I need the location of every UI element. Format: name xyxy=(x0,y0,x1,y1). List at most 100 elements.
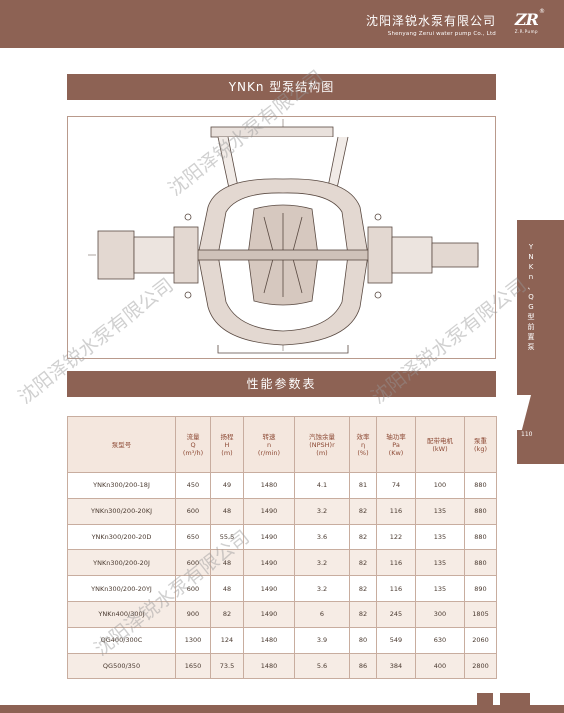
table-cell: 2060 xyxy=(464,626,497,654)
table-cell: 549 xyxy=(376,626,416,654)
registered-mark: ® xyxy=(539,8,545,15)
header-line: 流量 xyxy=(186,432,200,441)
table-cell: 80 xyxy=(349,626,377,654)
side-tab-char: Y xyxy=(528,243,534,251)
table-cell: 135 xyxy=(415,575,465,602)
table-cell: 245 xyxy=(376,600,416,628)
table-header-cell: 泵型号 xyxy=(67,416,176,473)
table-cell: 3.6 xyxy=(294,523,350,551)
table-cell: 124 xyxy=(210,626,244,654)
table-header-cell: 泵重(kg) xyxy=(464,416,497,473)
performance-title: 性能参数表 xyxy=(67,371,496,397)
table-cell: 82 xyxy=(349,549,377,577)
side-tab-char: 置 xyxy=(527,333,535,341)
footer-block-small xyxy=(477,693,493,705)
side-tab-char: Q xyxy=(528,293,534,301)
pump-model-cell: QG500/350 xyxy=(67,652,176,680)
header-line: (kg) xyxy=(474,444,487,453)
table-cell: 122 xyxy=(376,523,416,551)
side-tab-char: 、 xyxy=(527,283,535,291)
table-cell: 82 xyxy=(349,600,377,628)
table-cell: 49 xyxy=(210,472,244,499)
table-cell: 3.2 xyxy=(294,575,350,602)
table-cell: 74 xyxy=(376,472,416,499)
table-cell: 1650 xyxy=(175,652,211,680)
header-line: 汽蚀余量 xyxy=(309,432,335,441)
pump-model-cell: YNKn400/300J xyxy=(67,600,176,628)
header-line: (m³/h) xyxy=(182,448,204,457)
header-line: H xyxy=(224,440,230,449)
table-cell: 900 xyxy=(175,600,211,628)
header-line: 扬程 xyxy=(220,432,234,441)
side-tab xyxy=(517,220,564,464)
table-cell: 450 xyxy=(175,472,211,499)
structure-title: YNKn 型泵结构图 xyxy=(67,74,496,100)
header-line: 轴功率 xyxy=(386,432,406,441)
table-cell: 600 xyxy=(175,497,211,525)
table-cell: 82 xyxy=(210,600,244,628)
pump-structure-drawing xyxy=(67,116,496,359)
logo-subtitle: Z.R.Pump xyxy=(514,29,538,34)
table-cell: 48 xyxy=(210,497,244,525)
side-tab-char: 泵 xyxy=(527,343,535,351)
header-line: (NPSH)r xyxy=(309,440,335,449)
table-cell: 880 xyxy=(464,523,497,551)
header-line: (m) xyxy=(316,448,328,457)
logo-mark: ZR xyxy=(514,10,539,29)
header-line: n xyxy=(266,440,272,449)
table-cell: 86 xyxy=(349,652,377,680)
table-cell: 650 xyxy=(175,523,211,551)
table-cell: 1480 xyxy=(243,626,295,654)
table-cell: 880 xyxy=(464,472,497,499)
company-name-cn: 沈阳泽锐水泵有限公司 xyxy=(365,14,496,28)
header-line: (m) xyxy=(221,448,233,457)
header-line: (kW) xyxy=(432,444,448,453)
table-cell: 48 xyxy=(210,575,244,602)
table-cell: 630 xyxy=(415,626,465,654)
table-cell: 400 xyxy=(415,652,465,680)
header-line: 配带电机 xyxy=(427,436,453,445)
header-line: 泵型号 xyxy=(111,440,132,449)
table-cell: 1480 xyxy=(243,652,295,680)
table-cell: 135 xyxy=(415,523,465,551)
table-cell: 1300 xyxy=(175,626,211,654)
table-cell: 1805 xyxy=(464,600,497,628)
table-cell: 2800 xyxy=(464,652,497,680)
footer-block-large xyxy=(500,693,530,705)
company-logo: ZR ® Z.R.Pump xyxy=(514,8,545,34)
table-cell: 880 xyxy=(464,549,497,577)
table-cell: 82 xyxy=(349,497,377,525)
table-cell: 300 xyxy=(415,600,465,628)
footer-bar xyxy=(0,705,564,713)
table-cell: 880 xyxy=(464,497,497,525)
side-tab-char: 前 xyxy=(527,323,535,331)
header-line: Q xyxy=(190,440,196,449)
table-cell: 135 xyxy=(415,497,465,525)
header-bar: 沈阳泽锐水泵有限公司 Shenyang Zerui water pump Co.… xyxy=(0,0,564,48)
pump-model-cell: YNKn300/200-20J xyxy=(67,549,176,577)
table-cell: 3.2 xyxy=(294,497,350,525)
pump-cross-section-illustration xyxy=(88,119,479,354)
table-cell: 116 xyxy=(376,549,416,577)
pump-model-cell: YNKn300/200-20KJ xyxy=(67,497,176,525)
table-cell: 135 xyxy=(415,549,465,577)
table-cell: 1490 xyxy=(243,549,295,577)
table-cell: 1490 xyxy=(243,497,295,525)
table-cell: 4.1 xyxy=(294,472,350,499)
company-name: 沈阳泽锐水泵有限公司 Shenyang Zerui water pump Co.… xyxy=(366,12,496,37)
side-tab-char: G xyxy=(528,303,534,311)
table-cell: 3.2 xyxy=(294,549,350,577)
